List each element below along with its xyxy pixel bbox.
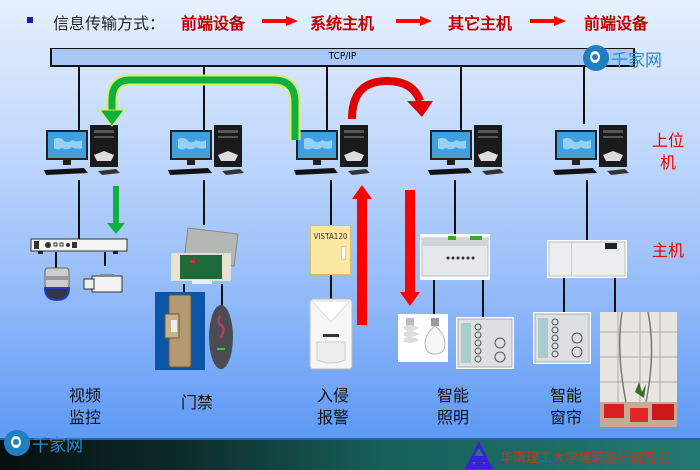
right-arrow-icon <box>396 16 432 26</box>
wall-keypad-icon <box>456 317 514 369</box>
network-line <box>330 180 332 225</box>
network-line <box>454 180 456 235</box>
monitor-pc-icon <box>168 125 244 175</box>
red-up-arrow-icon <box>352 185 372 325</box>
right-arrow-icon <box>262 16 298 26</box>
red-down-arrow-icon <box>400 190 420 306</box>
label-line1: 入侵 <box>316 386 349 405</box>
upper-computer-label-line2: 机 <box>659 153 676 172</box>
network-line <box>55 252 57 268</box>
subsystem-label-access: 门禁 <box>172 392 222 414</box>
green-flow-arrow-icon <box>99 74 301 140</box>
network-line <box>221 284 223 314</box>
network-line <box>433 280 435 315</box>
label-line1: 智能 <box>436 386 469 405</box>
access-controller-icon <box>171 227 239 284</box>
network-line <box>330 275 332 299</box>
watermark-logo-icon <box>583 45 609 71</box>
monitor-pc-icon <box>553 125 629 175</box>
footer-bar <box>0 438 700 470</box>
watermark: 千家网 <box>583 45 662 71</box>
network-line <box>78 180 80 240</box>
header-step-system-host: 系统主机 <box>310 14 375 33</box>
institution-name: 华南理工大学建筑设计研究院 <box>500 451 670 466</box>
dome-camera-icon <box>44 267 70 302</box>
alarm-panel-label: VISTA120 <box>313 232 348 241</box>
institution-logo-icon <box>465 441 493 469</box>
right-arrow-icon <box>530 16 566 26</box>
label-line1: 视频 <box>68 386 101 405</box>
network-line <box>460 66 462 146</box>
alarm-panel-switch <box>341 246 346 260</box>
subsystem-label-curtain: 智能 窗帘 <box>541 385 591 429</box>
box-camera-icon <box>83 274 123 293</box>
watermark-logo-icon <box>4 430 30 456</box>
green-down-arrow-icon <box>107 186 125 234</box>
label-line2: 报警 <box>316 408 349 427</box>
watermark-text: 千家网 <box>32 435 83 456</box>
subsystem-label-intrusion: 入侵 报警 <box>308 385 358 429</box>
label-line1: 智能 <box>549 386 582 405</box>
label-line2: 监控 <box>68 408 101 427</box>
pir-detector-icon <box>309 298 353 370</box>
network-line <box>583 66 585 124</box>
curtain-controller-icon <box>547 240 627 278</box>
monitor-pc-icon <box>44 125 120 175</box>
network-line <box>614 278 616 312</box>
upper-computer-label-line1: 上位 <box>651 131 684 150</box>
header-step-frontend-end: 前端设备 <box>584 14 649 33</box>
electric-lock-icon <box>155 292 205 370</box>
bullet-icon <box>27 17 33 23</box>
subsystem-label-video: 视频 监控 <box>60 385 110 429</box>
upper-computer-label: 上位 机 <box>648 130 688 174</box>
network-line <box>203 180 205 225</box>
watermark-text: 千家网 <box>611 50 662 71</box>
watermark: 千家网 <box>4 430 83 456</box>
network-line <box>586 180 588 242</box>
network-line <box>482 280 484 318</box>
network-line <box>78 66 80 146</box>
subsystem-label-lighting: 智能 照明 <box>428 385 478 429</box>
alarm-panel-icon: VISTA120 <box>310 225 351 275</box>
lighting-controller-icon <box>420 234 490 280</box>
tcp-ip-network-bus: TCP/IP <box>50 48 635 67</box>
network-line <box>104 252 106 266</box>
red-flow-arrow-icon <box>348 76 433 120</box>
curtain-photo-icon <box>600 312 677 427</box>
label-line2: 窗帘 <box>549 408 582 427</box>
header-step-other-host: 其它主机 <box>448 14 513 33</box>
monitor-pc-icon <box>294 125 370 175</box>
label-line2: 照明 <box>436 408 469 427</box>
wall-keypad-icon <box>533 312 591 364</box>
light-bulbs-icon <box>398 314 448 362</box>
dvr-icon <box>30 238 128 254</box>
label-line1: 门禁 <box>180 393 213 412</box>
network-line <box>563 278 565 312</box>
network-line <box>326 66 328 146</box>
host-label: 主机 <box>651 241 684 260</box>
header-prefix: 信息传输方式： <box>53 14 166 33</box>
network-line <box>203 66 205 146</box>
monitor-pc-icon <box>428 125 504 175</box>
header-step-frontend: 前端设备 <box>181 14 246 33</box>
card-reader-icon <box>209 305 233 369</box>
